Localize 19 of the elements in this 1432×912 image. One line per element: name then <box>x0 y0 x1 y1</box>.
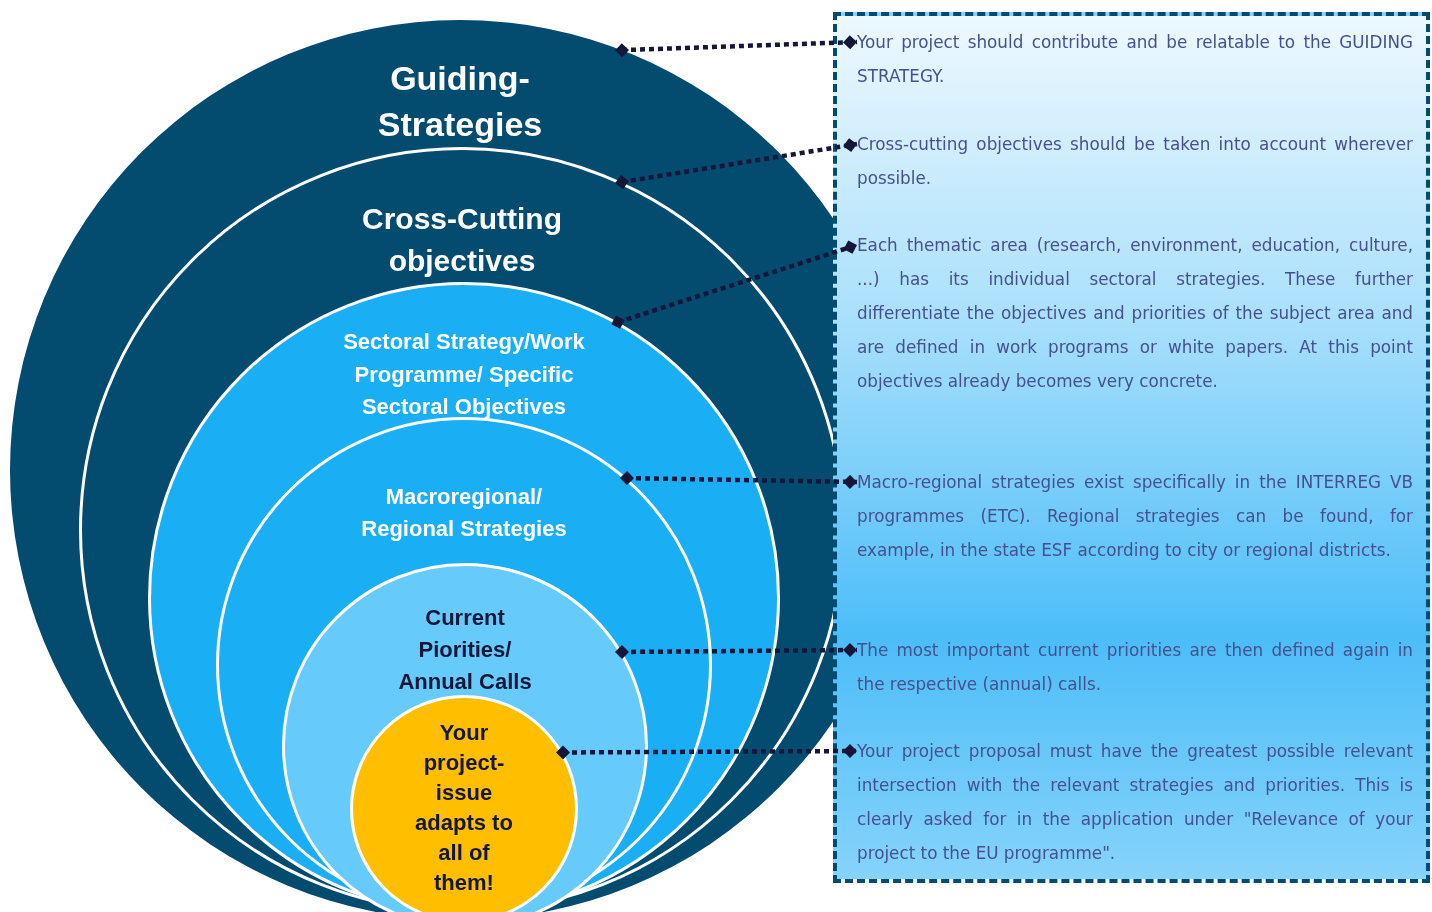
ring-label: Sectoral Strategy/Work Programme/ Specific Sectoral Objectives <box>342 328 586 421</box>
ring-label: Current Piorities/ Annual Calls <box>397 604 533 696</box>
description-paragraph: Each thematic area (research, environment, education, culture, ...) has its individual sectoral strategies. These further differentiate the objectives and priorities of the subject area and are defined in work programs or white papers. At this point objectives already becomes very concrete. <box>857 228 1413 398</box>
description-paragraph: Your project should contribute and be relatable to the GUIDING STRATEGY. <box>857 25 1413 93</box>
note-panel <box>833 12 1430 883</box>
dotted-connector <box>615 643 858 659</box>
description-paragraph: Macro-regional strategies exist specifically in the INTERREG VB programmes (ETC). Regional strategies can be found, for example, in the state ESF according to city or regional districts. <box>857 465 1413 567</box>
dotted-connector <box>615 35 858 58</box>
description-paragraph: Cross-cutting objectives should be taken into account wherever possible. <box>857 127 1413 195</box>
description-paragraph: Your project proposal must have the greatest possible relevant intersection with the relevant strategies and priorities. This is clearly asked for in the application under "Relevance of your project to the EU programme". <box>857 734 1413 870</box>
dotted-connector <box>611 240 858 329</box>
dotted-connector <box>615 138 858 189</box>
dotted-connector <box>620 471 858 489</box>
ring-label: Your project-issue adapts to all of them! <box>414 719 514 897</box>
ring-label: Cross-Cutting objectives <box>361 201 563 279</box>
ring-label: Guiding-Strategies <box>376 58 544 145</box>
dotted-connector <box>556 744 857 760</box>
description-paragraph: The most important current priorities are then defined again in the respective (annual) calls. <box>857 633 1413 701</box>
ring-label: Macroregional/ Regional Strategies <box>360 483 568 543</box>
